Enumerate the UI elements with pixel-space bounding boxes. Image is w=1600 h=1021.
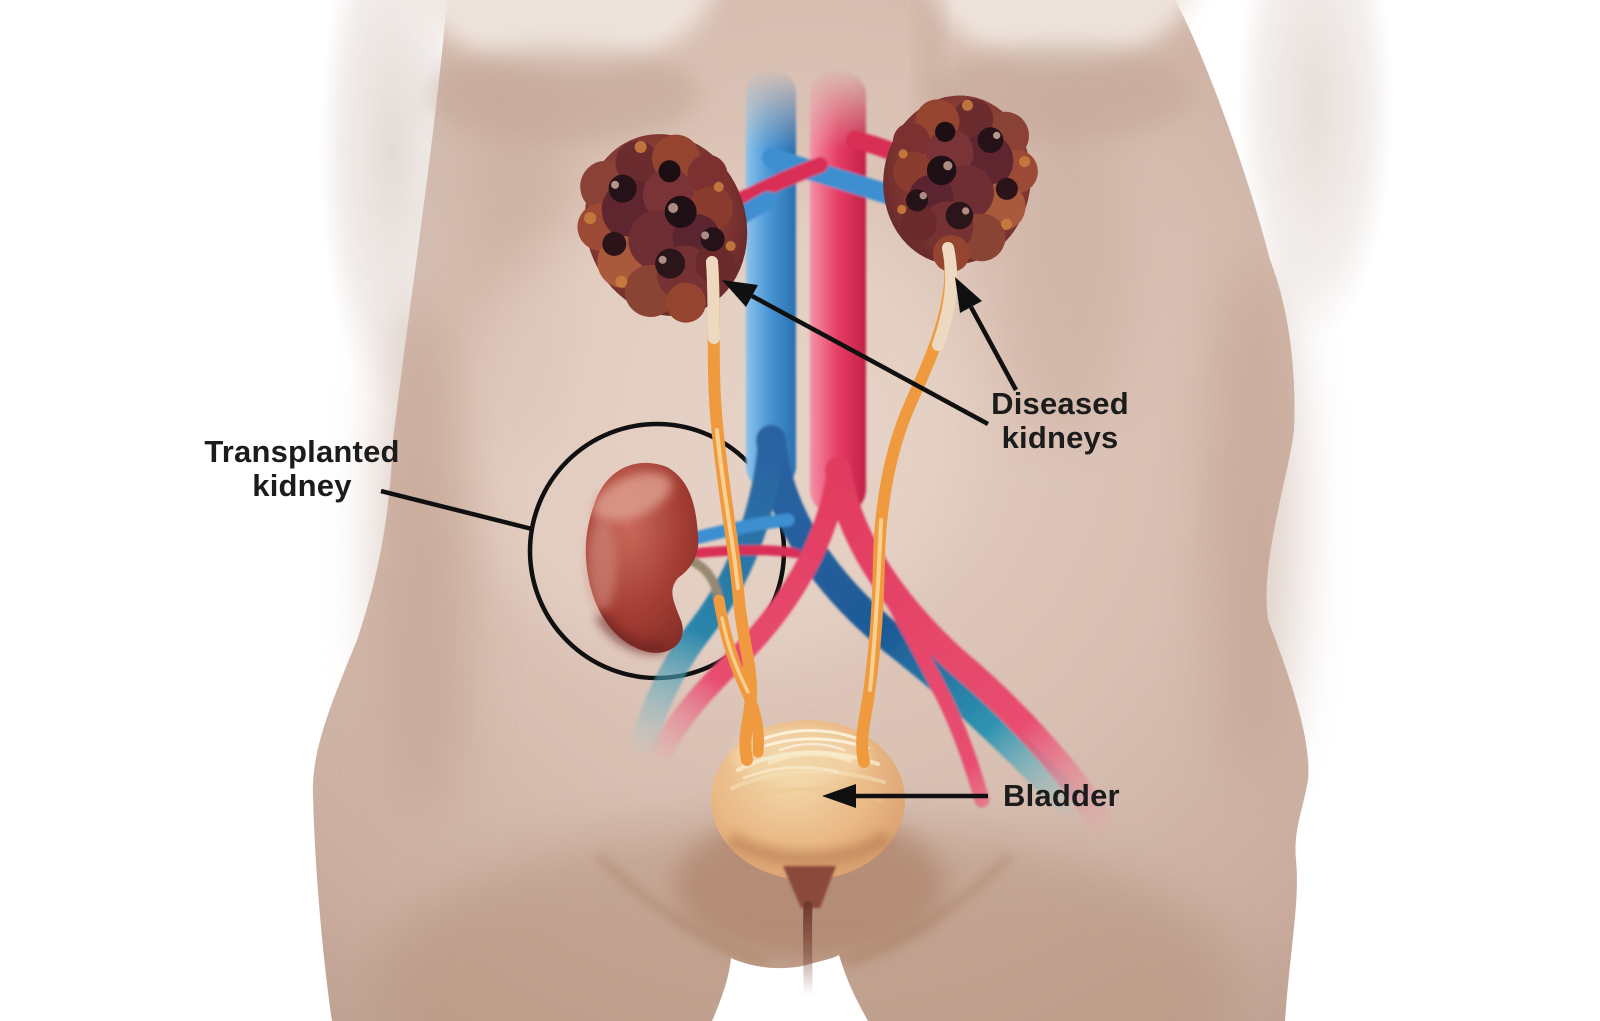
right-breast-highlight [932,0,1192,63]
label-diseased-kidneys-line1: Diseased [991,386,1129,421]
ureter-right-highlight [868,518,883,692]
left-side-shade [378,300,470,820]
bladder [675,720,945,960]
right-side-shade [1206,260,1298,780]
left-breast-shadow [430,47,700,143]
transplant-renal-vein [689,513,795,545]
bladder-neck [783,866,836,908]
between-legs-gap [712,955,868,1021]
kidney-lower-shadow [595,612,666,654]
right-arm-shade [1237,0,1393,340]
transplant-renal-artery [693,545,800,558]
leader-line-transplanted-kidney [380,488,533,532]
transplanted-kidney [585,462,699,654]
label-transplanted-kidney: Transplanted kidney [152,435,452,503]
ureter-left-highlight [715,428,740,590]
leader-line-diseased-right [969,305,1018,392]
kidney-highlight-2 [587,519,617,611]
left-breast-highlight [418,0,712,70]
arrowhead-bladder [822,784,856,808]
ureters [706,242,958,768]
arrowhead-diseased-left [722,280,758,307]
right-iliac-vein [756,425,1087,820]
arrowhead-diseased-right [955,277,982,313]
annotation-leaders [380,294,1018,799]
annotation-arrowheads [722,277,982,808]
label-bladder: Bladder [1003,778,1120,813]
leader-line-diseased-left [750,294,990,426]
left-groin-crease [595,853,769,968]
transplant-ureter-highlight [720,616,750,694]
kidney-highlight [592,472,672,522]
label-diseased-kidneys-line2: kidneys [1001,420,1119,455]
label-transplanted-kidney-line2: kidney [252,468,352,503]
bladder-base-shade [725,829,893,867]
left-iliac-vein [632,427,784,755]
ureter-right-pale-top [932,242,958,351]
ureter-left-pale-top [706,256,720,344]
label-diseased-kidneys: Diseased kidneys [910,387,1210,455]
label-transplanted-kidney-line1: Transplanted [204,434,400,469]
